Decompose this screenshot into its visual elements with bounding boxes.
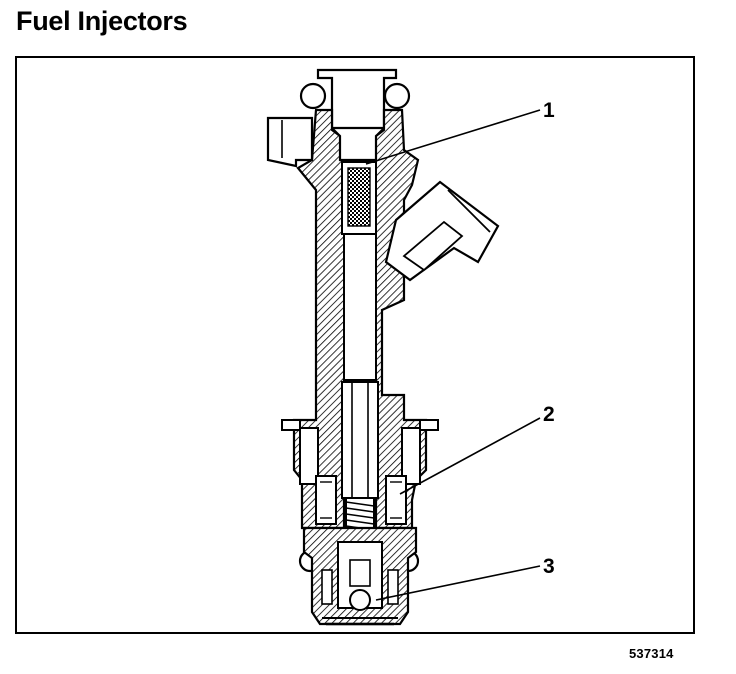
- filter-screen: [341, 161, 377, 235]
- callout-2-label: 2: [543, 403, 555, 426]
- callout-1-label: 1: [543, 99, 555, 122]
- page-title: Fuel Injectors: [16, 6, 188, 36]
- diagram-frame: [15, 56, 695, 634]
- upper-o-ring: [299, 82, 411, 110]
- figure-number: 537314: [629, 646, 674, 661]
- callout-3-label: 3: [543, 555, 555, 578]
- left-connector-tab: [266, 116, 314, 168]
- coil-housing: [281, 419, 439, 525]
- callout-2-leader: [399, 417, 541, 495]
- electrical-connector: [384, 180, 500, 282]
- nozzle-tip: [302, 526, 418, 626]
- callout-3-leader: [375, 565, 541, 601]
- callout-1-leader: [365, 109, 541, 165]
